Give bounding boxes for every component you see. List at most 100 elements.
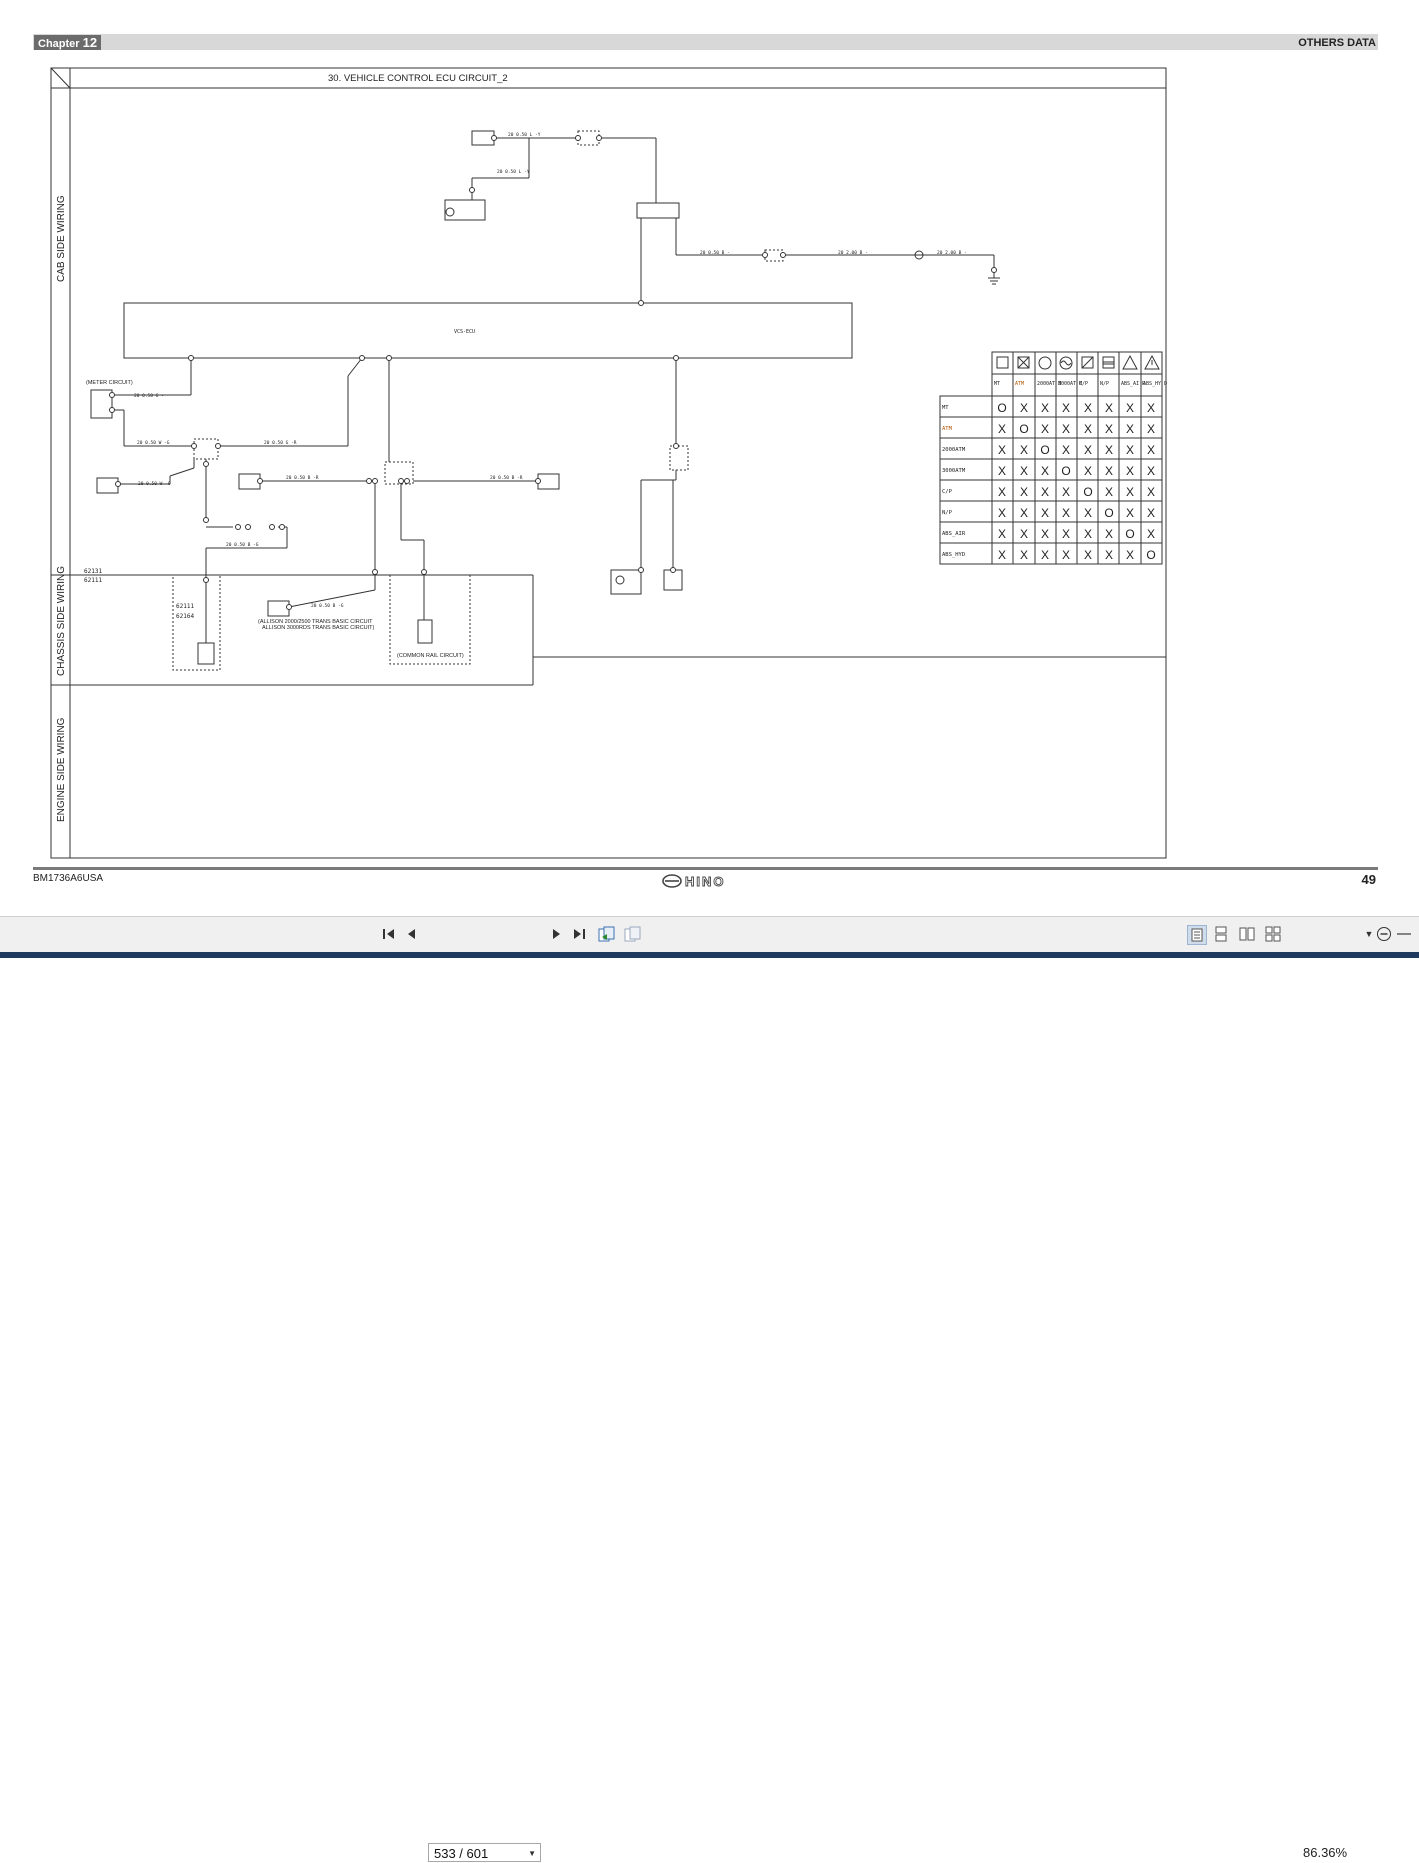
continuous-icon[interactable] — [1212, 925, 1230, 943]
legend-cell: X — [1147, 485, 1155, 499]
legend-column-header: 3000AT M — [1058, 381, 1082, 387]
wire-annotations: 20 0.50 L -Y 20 0.50 L -Y 20 0.50 B - 20… — [134, 132, 967, 609]
legend-column-header: C/P — [1079, 381, 1088, 387]
ecu-label: VCS-ECU — [454, 329, 475, 335]
legend-cell: X — [998, 506, 1006, 520]
connector-nodes — [109, 135, 997, 610]
legend-cell: X — [998, 485, 1006, 499]
corner-diagonal — [50, 67, 71, 89]
legend-column-header: 2000AT M — [1037, 381, 1061, 387]
split-square-symbol-icon — [1102, 356, 1115, 369]
legend-cell: X — [1084, 548, 1092, 562]
connector-code: 62131 — [84, 568, 102, 575]
crossed-square-symbol-icon — [1017, 356, 1030, 369]
zoom-level[interactable]: 86.36% — [1303, 1845, 1348, 1860]
brand-wordmark: HINO — [685, 874, 726, 889]
legend-cell: X — [1041, 464, 1049, 478]
legend-cell: X — [1084, 401, 1092, 415]
connector-box — [471, 130, 495, 146]
page-dropdown-icon[interactable]: ▼ — [528, 1849, 536, 1858]
page-number-field[interactable]: 533 / 601 ▼ — [428, 1843, 541, 1862]
meter-circuit-note: (METER CIRCUIT) — [86, 380, 133, 386]
triangle-symbol-icon — [1122, 354, 1138, 370]
legend-cell: X — [998, 548, 1006, 562]
legend-cell: X — [1105, 422, 1113, 436]
legend-cell: X — [1126, 506, 1134, 520]
legend-cell: X — [1126, 464, 1134, 478]
common-rail-note: (COMMON RAIL CIRCUIT) — [397, 653, 464, 659]
circle-symbol-icon — [1038, 356, 1052, 370]
legend-cell: X — [1062, 443, 1070, 457]
wire-label: 20 0.50 B - — [700, 250, 730, 256]
legend-cell: X — [1105, 401, 1113, 415]
legend-symbols — [996, 354, 1160, 370]
wire-label: 20 0.50 B -G — [226, 542, 259, 548]
legend-cell: O — [1125, 527, 1134, 541]
zoom-dropdown-icon[interactable]: ▼ — [1364, 929, 1374, 939]
legend-cell: X — [1147, 401, 1155, 415]
legend-cell: X — [998, 527, 1006, 541]
wire-label: 20 0.50 L -Y — [497, 169, 530, 175]
legend-cell: X — [1105, 485, 1113, 499]
side-label-chassis: CHASSIS SIDE WIRING — [56, 566, 67, 676]
legend-row-label: N/P — [942, 510, 953, 516]
legend-cell: O — [1061, 464, 1070, 478]
wire-label: 20 2.00 B - — [838, 250, 868, 256]
legend-cell: O — [1083, 485, 1092, 499]
single-page-icon[interactable] — [1187, 925, 1207, 945]
circuit-notes: (METER CIRCUIT) (ALLISON 2000/2500 TRANS… — [86, 380, 464, 659]
next-page-icon[interactable] — [547, 925, 565, 943]
legend-cell: X — [1084, 422, 1092, 436]
wire-label: 20 0.50 G - — [134, 393, 164, 399]
wire-label: 20 0.50 B -R — [286, 475, 319, 481]
allison-note-1: (ALLISON 2000/2500 TRANS BASIC CIRCUIT — [258, 619, 373, 625]
legend-cell: O — [1146, 548, 1155, 562]
legend-cell: X — [1041, 422, 1049, 436]
legend-cell: X — [1147, 506, 1155, 520]
legend-cell: X — [1041, 485, 1049, 499]
legend-cell: X — [1020, 464, 1028, 478]
legend-column-header: MT — [994, 381, 1000, 387]
wire-label: 20 0.50 G -R — [264, 440, 297, 446]
legend-column-header: N/P — [1100, 381, 1109, 387]
legend-cell: X — [1084, 443, 1092, 457]
zoom-slider-handle[interactable] — [1397, 925, 1411, 943]
wave-circle-symbol-icon — [1059, 356, 1073, 370]
section-title: OTHERS DATA — [1298, 37, 1376, 49]
diagram-frame — [50, 67, 1167, 859]
square-symbol-icon — [996, 356, 1009, 369]
wire-label: 20 0.50 W -G — [138, 481, 171, 487]
legend-cell: X — [1147, 422, 1155, 436]
legend-cell: X — [1041, 506, 1049, 520]
legend-column-header: ATM — [1015, 381, 1024, 387]
next-view-icon[interactable] — [624, 925, 642, 943]
side-label-engine: ENGINE SIDE WIRING — [56, 717, 67, 822]
facing-icon[interactable] — [1238, 925, 1256, 943]
last-page-icon[interactable] — [570, 925, 588, 943]
diagram-title: 30. VEHICLE CONTROL ECU CIRCUIT_2 — [328, 73, 508, 84]
legend-row-label: 2000ATM — [942, 447, 966, 453]
document-viewport[interactable]: Chapter 12 OTHERS DATA 30. VEHICLE CONTR… — [0, 0, 1419, 916]
zoom-out-icon[interactable] — [1375, 925, 1393, 943]
continuous-facing-icon[interactable] — [1264, 925, 1282, 943]
legend-cell: X — [1062, 527, 1070, 541]
legend-cell: X — [1147, 527, 1155, 541]
previous-view-icon[interactable] — [598, 925, 616, 943]
document-page: Chapter 12 OTHERS DATA 30. VEHICLE CONTR… — [0, 0, 1417, 916]
allison-note-2: ALLISON 3000RDS TRANS BASIC CIRCUIT) — [262, 625, 375, 631]
first-page-icon[interactable] — [380, 925, 398, 943]
legend-cell: X — [998, 464, 1006, 478]
legend-cell: X — [1126, 422, 1134, 436]
legend-cell: X — [1062, 485, 1070, 499]
chapter-badge: Chapter 12 — [34, 35, 102, 50]
legend-cell: X — [1105, 443, 1113, 457]
legend-cell: X — [1020, 485, 1028, 499]
chapter-label: Chapter — [38, 38, 80, 50]
legend-column-header: ABS_HY D — [1143, 381, 1167, 387]
legend-cell: X — [1041, 527, 1049, 541]
document-code: BM1736A6USA — [33, 873, 104, 884]
ecu-block — [123, 302, 853, 359]
wire-label: 20 0.50 W -G — [137, 440, 170, 446]
prev-page-icon[interactable] — [403, 925, 421, 943]
